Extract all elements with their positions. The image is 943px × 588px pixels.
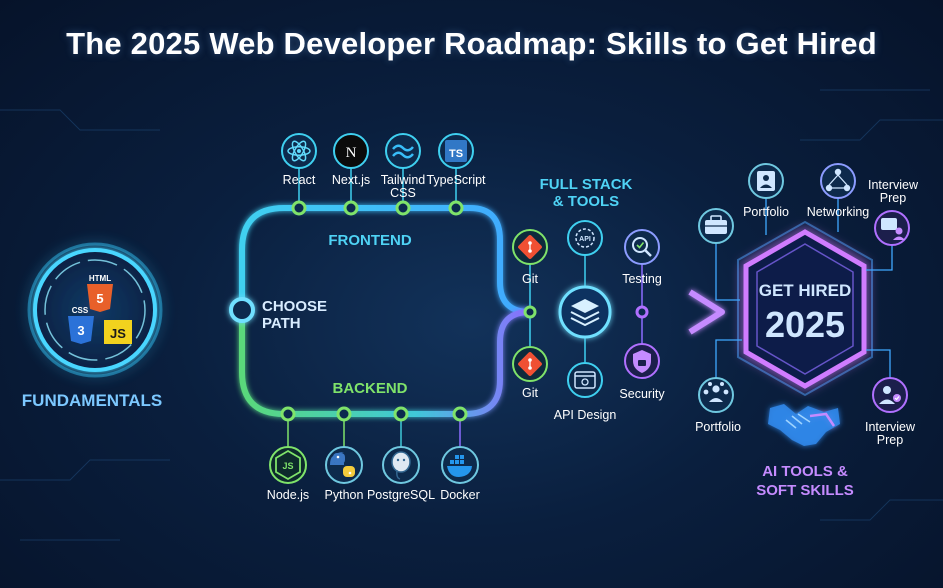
get-hired-year: 2025 <box>765 304 845 345</box>
arrow-head-icon <box>688 289 725 335</box>
layers-stack-icon <box>558 285 612 339</box>
python-label: Python <box>325 488 364 502</box>
choose-path-label-line2: PATH <box>262 315 301 332</box>
backend-nodes: JS Node.js Python PostgreSQL <box>267 406 480 502</box>
interview-prep-icon[interactable] <box>872 377 908 413</box>
tailwind-label-line1: Tailwind <box>381 173 426 187</box>
page-title: The 2025 Web Developer Roadmap: Skills t… <box>66 26 877 61</box>
nodejs-label: Node.js <box>267 488 309 502</box>
full-stack-label-line1: FULL STACK <box>540 176 633 193</box>
css-caption: CSS <box>72 306 89 315</box>
postgresql-label: PostgreSQL <box>367 488 435 502</box>
html5-glyph: 5 <box>96 291 103 306</box>
ai-tools-label-line2: SOFT SKILLS <box>756 482 854 499</box>
portfolio-icon[interactable] <box>748 163 784 199</box>
css3-glyph: 3 <box>77 323 84 338</box>
portfolio-icon[interactable] <box>698 208 734 244</box>
git-label-top: Git <box>522 272 539 286</box>
get-hired-label: GET HIRED <box>759 281 852 300</box>
testing-icon[interactable] <box>624 229 660 265</box>
git-label-bottom: Git <box>522 386 539 400</box>
frontend-track <box>239 205 531 315</box>
fundamentals-block: HTML 5 CSS 3 JS <box>27 242 163 378</box>
interview-prep-icon[interactable] <box>874 210 910 246</box>
interview-prep-label-bottom-line2: Prep <box>877 433 903 447</box>
nextjs-label: Next.js <box>332 173 370 187</box>
nodejs-icon[interactable]: JS <box>269 446 307 484</box>
networking-label: Networking <box>807 205 870 219</box>
typescript-glyph: TS <box>449 148 463 160</box>
html5-icon <box>87 284 113 312</box>
hire-items: Portfolio Networking Interview Prep <box>695 163 919 447</box>
react-icon[interactable] <box>281 133 317 169</box>
tailwind-icon[interactable] <box>385 133 421 169</box>
handshake-icon <box>768 404 840 446</box>
security-icon[interactable] <box>624 343 660 379</box>
html-caption: HTML <box>89 274 111 283</box>
git-icon[interactable] <box>512 229 548 265</box>
postgresql-icon[interactable] <box>382 446 420 484</box>
nextjs-icon[interactable]: N <box>333 133 369 169</box>
circuit-background <box>0 89 943 541</box>
python-icon[interactable] <box>325 446 363 484</box>
docker-label: Docker <box>440 488 480 502</box>
api-icon[interactable]: API <box>567 220 603 256</box>
docker-icon[interactable] <box>441 446 479 484</box>
nextjs-glyph: N <box>346 145 357 161</box>
interview-prep-label-top-line1: Interview <box>868 178 919 192</box>
full-stack-nodes: Git Git API API Design <box>512 220 665 422</box>
testing-label: Testing <box>622 272 662 286</box>
tailwind-label-line2: CSS <box>390 186 416 200</box>
interview-prep-label-bottom-line1: Interview <box>865 420 916 434</box>
js-icon <box>104 320 132 344</box>
choose-path-node <box>229 297 255 323</box>
git-icon[interactable] <box>512 346 548 382</box>
portfolio-people-icon[interactable] <box>698 377 734 413</box>
backend-label: BACKEND <box>333 380 408 397</box>
react-label: React <box>283 173 316 187</box>
fundamentals-label: FUNDAMENTALS <box>22 391 162 410</box>
typescript-label: TypeScript <box>426 173 486 187</box>
networking-icon[interactable] <box>820 163 856 199</box>
ai-tools-label-line1: AI TOOLS & <box>762 463 848 480</box>
get-hired-hexagon: GET HIRED 2025 <box>737 220 873 397</box>
nodejs-glyph: JS <box>282 461 293 471</box>
security-label: Security <box>619 387 665 401</box>
js-glyph: JS <box>110 326 126 341</box>
frontend-label: FRONTEND <box>328 232 411 249</box>
choose-path-label-line1: CHOOSE <box>262 298 327 315</box>
backend-track <box>239 309 531 417</box>
api-glyph: API <box>579 236 591 243</box>
portfolio-label-bottom: Portfolio <box>695 420 741 434</box>
frontend-nodes: React N Next.js Tailwind CSS TS TypeScri… <box>281 133 486 216</box>
api-design-label: API Design <box>554 408 617 422</box>
full-stack-label-line2: & TOOLS <box>553 193 619 210</box>
api-design-icon[interactable] <box>567 362 603 398</box>
portfolio-label-top: Portfolio <box>743 205 789 219</box>
interview-prep-label-top-line2: Prep <box>880 191 906 205</box>
css3-icon <box>68 316 94 344</box>
typescript-icon[interactable]: TS <box>438 133 474 169</box>
